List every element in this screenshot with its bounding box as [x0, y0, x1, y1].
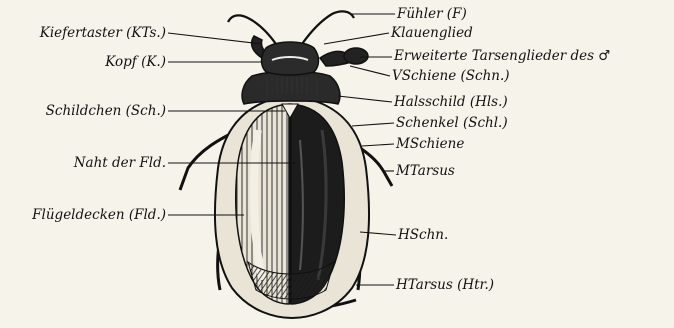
label-fluegeldecken: Flügeldecken (Fld.) [32, 207, 166, 223]
label-hschn: HSchn. [398, 227, 448, 243]
label-mtarsus: MTarsus [396, 163, 455, 179]
label-fuehler: Fühler (F) [397, 6, 467, 22]
label-mschiene: MSchiene [396, 136, 464, 152]
label-schildchen: Schildchen (Sch.) [46, 103, 166, 119]
label-vschiene: VSchiene (Schn.) [392, 68, 510, 84]
antenna [228, 11, 354, 44]
label-schenkel: Schenkel (Schl.) [396, 115, 508, 131]
label-naht: Naht der Fld. [74, 155, 166, 171]
label-kopf: Kopf (K.) [105, 54, 166, 70]
elytra [236, 104, 345, 304]
label-htarsus: HTarsus (Htr.) [396, 277, 494, 293]
label-kiefertaster: Kiefertaster (KTs.) [40, 25, 166, 41]
label-klauenglied: Klauenglied [391, 25, 473, 41]
head [262, 42, 319, 75]
label-tarsenglieder: Erweiterte Tarsenglieder des ♂ [394, 48, 610, 64]
label-halsschild: Halsschild (Hls.) [394, 94, 508, 110]
